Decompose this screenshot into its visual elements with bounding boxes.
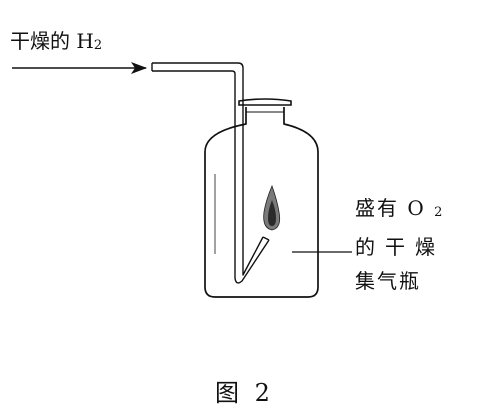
delivery-tube-inner xyxy=(152,70,270,284)
bottle-mouth xyxy=(238,98,292,106)
bottle-label-line-1-subscript: 2 xyxy=(434,205,445,220)
bottle-label-line-3: 集气瓶 xyxy=(355,269,421,293)
figure-caption: 图 2 xyxy=(215,379,274,407)
inlet-gas-text: 干燥的 H xyxy=(10,29,94,53)
gas-collecting-bottle xyxy=(204,107,319,298)
bottle-label-line-1: 盛有 O 2 xyxy=(355,191,445,230)
delivery-tube xyxy=(152,62,264,276)
bottle-label-line-2: 的干燥 xyxy=(355,235,445,259)
inlet-gas-subscript: 2 xyxy=(93,38,103,53)
tube-outlet-end xyxy=(262,236,270,241)
flame-inner xyxy=(268,200,276,226)
bottle-content-label: 盛有 O 2 的干燥 集气瓶 xyxy=(355,191,445,298)
bottle-label-line-1-text: 盛有 O xyxy=(355,196,426,220)
inlet-gas-label: 干燥的 H2 xyxy=(10,31,102,52)
